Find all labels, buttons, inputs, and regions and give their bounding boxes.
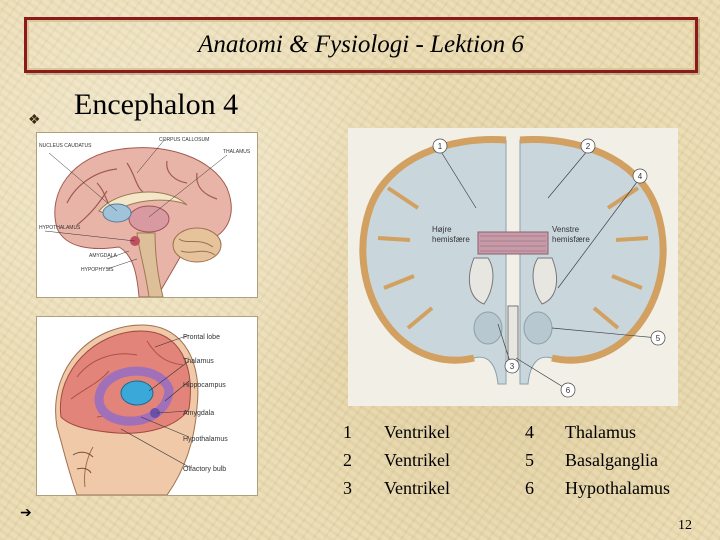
- label-hippocampus: Hippocampus: [183, 382, 226, 389]
- legend-num-1: 1: [343, 422, 352, 442]
- midsagittal-brain-illustration: CORPUS CALLOSUM NUCLEUS CAUDATUS THALAMU…: [36, 132, 258, 298]
- marker-5: 5: [656, 334, 661, 343]
- label-corpus-callosum: CORPUS CALLOSUM: [159, 137, 209, 143]
- bullet-heading: Encephalon 4: [74, 88, 239, 121]
- legend-name-3: Ventrikel: [384, 478, 450, 498]
- label-hypophysis: HYPOPHYSIS: [81, 267, 114, 273]
- label-thalamus: THALAMUS: [223, 149, 251, 155]
- label-hojre-hemisphere-line2: hemisfære: [432, 235, 470, 244]
- legend-num-3: 3: [343, 478, 352, 498]
- legend-num-4: 4: [525, 422, 534, 442]
- label-thalamus-head: Thalamus: [183, 358, 214, 365]
- label-venstre-hemisphere-line1: Venstre: [552, 225, 580, 234]
- legend-name-2: Ventrikel: [384, 450, 450, 470]
- legend-num-2: 2: [343, 450, 352, 470]
- legend-name-4: Thalamus: [565, 422, 636, 442]
- title-box: Anatomi & Fysiologi - Lektion 6: [24, 17, 698, 73]
- legend-name-6: Hypothalamus: [565, 478, 670, 498]
- label-amygdala-head: Amygdala: [183, 410, 214, 417]
- label-hypothalamus-head: Hypothalamus: [183, 436, 228, 443]
- marker-1: 1: [438, 142, 443, 151]
- marker-4: 4: [638, 172, 643, 181]
- label-nucleus-caudatus: NUCLEUS CAUDATUS: [39, 143, 92, 149]
- page-number: 12: [678, 518, 692, 533]
- label-hojre-hemisphere-line1: Højre: [432, 225, 452, 234]
- label-amygdala: AMYGDALA: [89, 253, 117, 259]
- marker-3: 3: [510, 362, 515, 371]
- legend-name-1: Ventrikel: [384, 422, 450, 442]
- legend-num-6: 6: [525, 478, 534, 498]
- slide-title: Anatomi & Fysiologi - Lektion 6: [198, 31, 524, 58]
- diamond-dots-bullet-icon: ❖: [28, 113, 41, 128]
- label-olfactory-bulb: Olfactory bulb: [183, 466, 226, 473]
- label-frontal-lobe: Frontal lobe: [183, 334, 220, 341]
- label-hypothalamus: HYPOTHALAMUS: [39, 225, 81, 231]
- arrow-right-icon: ➔: [20, 506, 32, 521]
- head-limbic-system-illustration: Frontal lobe Thalamus Hippocampus Amygda…: [36, 316, 258, 496]
- label-venstre-hemisphere-line2: hemisfære: [552, 235, 590, 244]
- marker-6: 6: [566, 386, 571, 395]
- legend-name-5: Basalganglia: [565, 450, 658, 470]
- legend-num-5: 5: [525, 450, 534, 470]
- marker-2: 2: [586, 142, 591, 151]
- coronal-brain-section-illustration: Højre hemisfære Venstre hemisfære 1 2 3 …: [348, 128, 678, 406]
